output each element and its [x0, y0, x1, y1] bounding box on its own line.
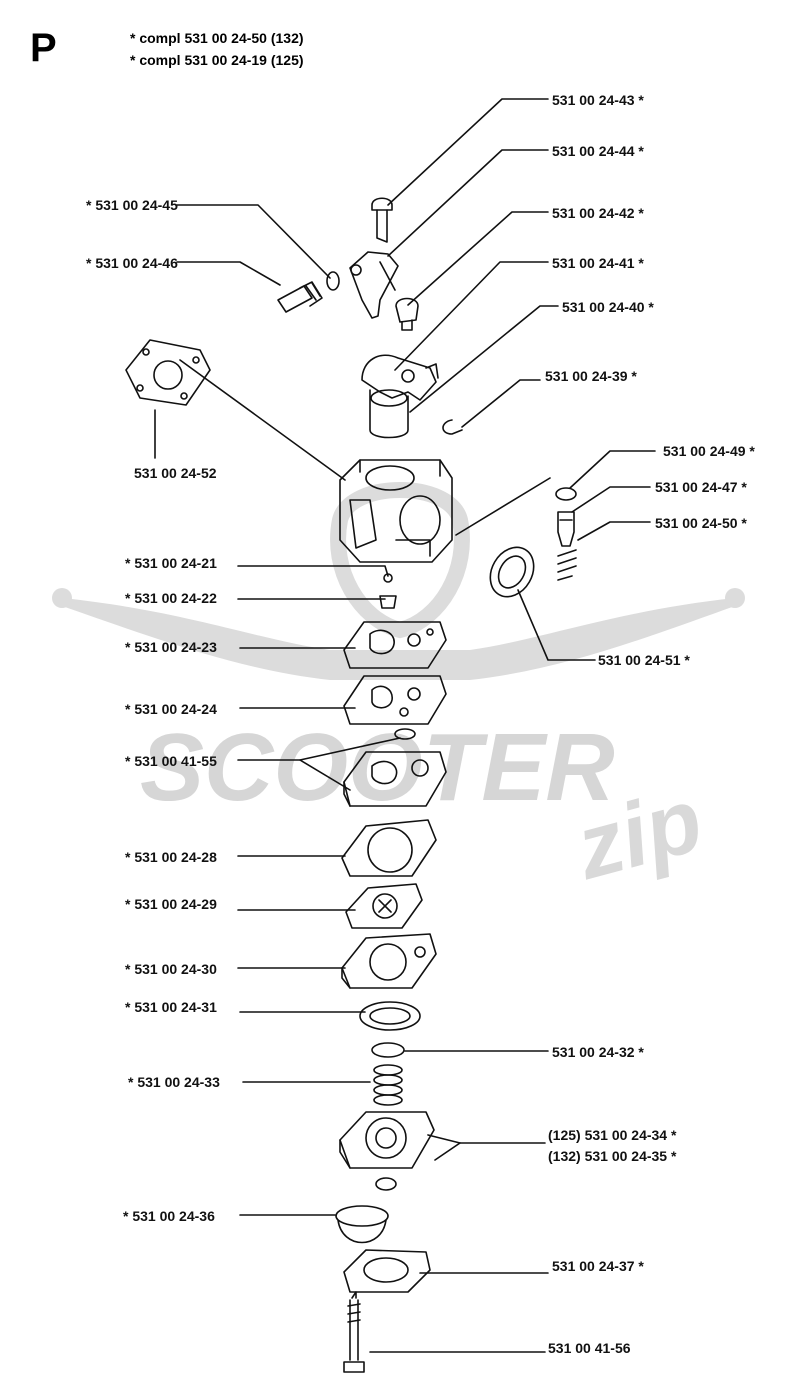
label-531-00-24-30: * 531 00 24-30 [125, 961, 217, 977]
part-gasket-24-28 [341, 819, 437, 877]
part-plate-24-24 [343, 675, 447, 725]
leader-lines [154, 98, 656, 1353]
label-531-00-24-35: (132) 531 00 24-35 * [548, 1148, 677, 1164]
label-531-00-24-42: 531 00 24-42 * [552, 205, 644, 221]
part-ball-24-21 [383, 573, 393, 583]
label-531-00-24-40: 531 00 24-40 * [562, 299, 654, 315]
part-o-ring-24-49 [555, 487, 577, 501]
part-pump-body-41-55 [343, 728, 447, 807]
part-gasket-24-52 [125, 339, 211, 406]
label-531-00-41-55: * 531 00 41-55 [125, 753, 217, 769]
label-531-00-24-29: * 531 00 24-29 [125, 896, 217, 912]
watermark: SCOOTER zip [52, 482, 745, 899]
part-spring-24-50 [557, 549, 577, 581]
label-531-00-24-33: * 531 00 24-33 [128, 1074, 220, 1090]
label-531-00-24-32: 531 00 24-32 * [552, 1044, 644, 1060]
complete-assembly-125: * compl 531 00 24-19 (125) [130, 52, 304, 68]
label-531-00-24-41: 531 00 24-41 * [552, 255, 644, 271]
part-gasket-24-37 [343, 1249, 431, 1293]
label-531-00-24-23: * 531 00 24-23 [125, 639, 217, 655]
label-531-00-24-49: 531 00 24-49 * [663, 443, 755, 459]
part-primer-bulb-24-36 [335, 1205, 389, 1244]
label-531-00-24-34: (125) 531 00 24-34 * [548, 1127, 677, 1143]
label-531-00-24-22: * 531 00 24-22 [125, 590, 217, 606]
part-spring-24-33 [373, 1064, 403, 1106]
label-531-00-24-45: * 531 00 24-45 [86, 197, 178, 213]
part-needle-24-47 [557, 511, 575, 547]
complete-assembly-132: * compl 531 00 24-50 (132) [130, 30, 304, 46]
section-letter: P [30, 26, 57, 70]
label-531-00-24-28: * 531 00 24-28 [125, 849, 217, 865]
part-ring-24-32 [371, 1042, 405, 1058]
part-knob-24-42 [395, 297, 419, 331]
part-screw-41-56 [343, 1291, 365, 1373]
label-531-00-24-31: * 531 00 24-31 [125, 999, 217, 1015]
label-531-00-24-47: 531 00 24-47 * [655, 479, 747, 495]
label-531-00-24-21: * 531 00 24-21 [125, 555, 217, 571]
part-adjust-screw-24-46 [277, 271, 340, 313]
part-clip-24-39 [442, 419, 463, 435]
part-diaphragm-24-29 [345, 883, 423, 929]
label-531-00-24-36: * 531 00 24-36 [123, 1208, 215, 1224]
part-screw-24-43 [371, 197, 393, 243]
part-cover-24-34 [339, 1111, 435, 1191]
label-531-00-24-43: 531 00 24-43 * [552, 92, 644, 108]
part-plate-24-30 [341, 933, 437, 989]
part-jet-24-22 [379, 595, 397, 609]
part-seal-24-51 [489, 546, 535, 598]
label-531-00-24-44: 531 00 24-44 * [552, 143, 644, 159]
label-531-00-24-39: 531 00 24-39 * [545, 368, 637, 384]
label-531-00-24-37: 531 00 24-37 * [552, 1258, 644, 1274]
watermark-brand: SCOOTER [140, 714, 615, 821]
part-bracket-24-44 [349, 251, 399, 319]
part-gasket-24-23 [343, 621, 447, 669]
label-531-00-24-46: * 531 00 24-46 [86, 255, 178, 271]
part-diaphragm-24-31 [359, 1001, 421, 1031]
label-531-00-24-50: 531 00 24-50 * [655, 515, 747, 531]
label-531-00-41-56: 531 00 41-56 [548, 1340, 631, 1356]
label-531-00-24-24: * 531 00 24-24 [125, 701, 217, 717]
label-531-00-24-51: 531 00 24-51 * [598, 652, 690, 668]
part-throttle-shaft-24-40 [361, 354, 439, 439]
label-531-00-24-52: 531 00 24-52 [134, 465, 217, 481]
part-carburetor-body [339, 459, 453, 563]
